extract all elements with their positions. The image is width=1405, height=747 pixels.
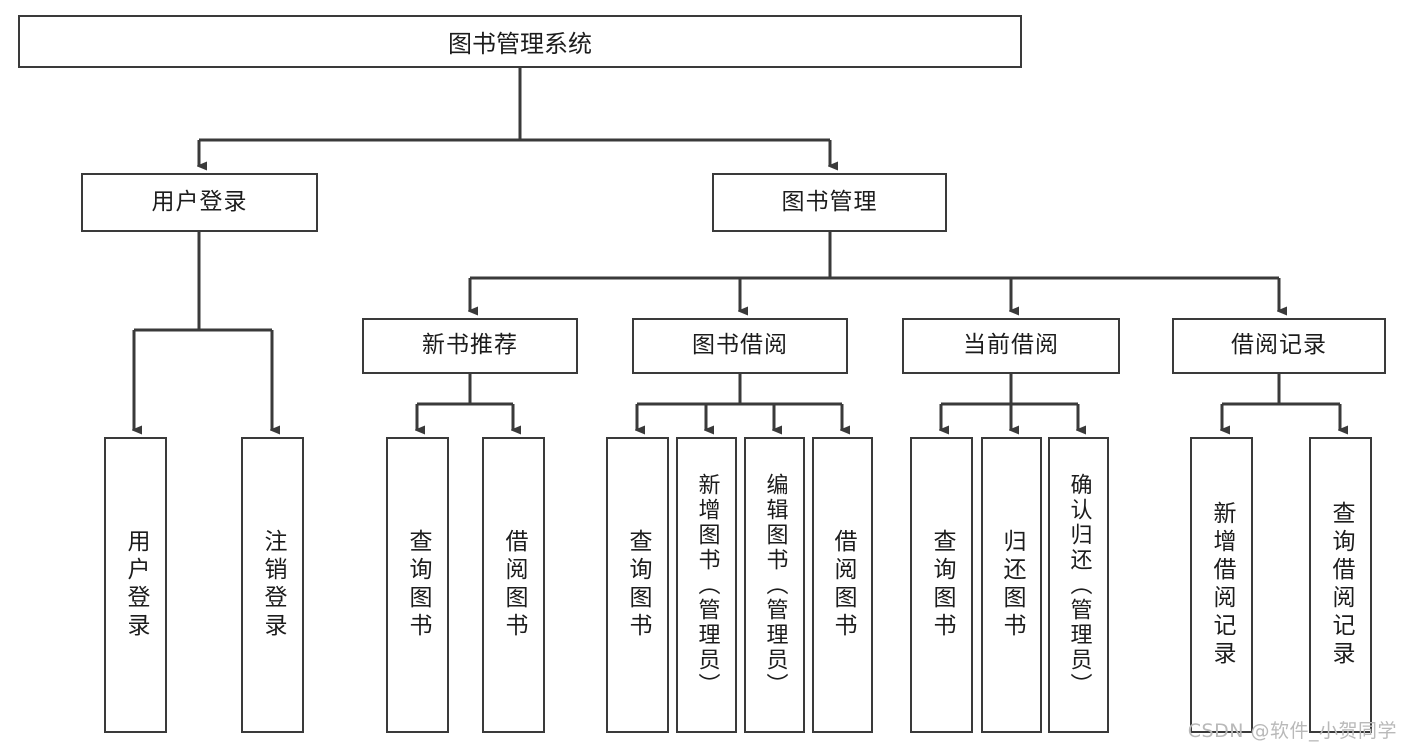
watermark: CSDN @软件_小贺同学	[1187, 720, 1397, 742]
leaf-label: 查询借阅记录	[1328, 501, 1354, 669]
leaf-confirm-return-admin[interactable]: 确认归还（管理员）	[1048, 437, 1109, 733]
leaf-label: 归还图书	[999, 529, 1025, 641]
leaf-query-book-current[interactable]: 查询图书	[910, 437, 973, 733]
node-book-management[interactable]: 图书管理	[712, 173, 947, 232]
leaf-borrow-book[interactable]: 借阅图书	[812, 437, 873, 733]
leaf-label: 确认归还（管理员）	[1066, 472, 1092, 698]
leaf-label: 查询图书	[929, 529, 955, 641]
leaf-return-book[interactable]: 归还图书	[981, 437, 1042, 733]
node-label: 借阅记录	[1231, 332, 1327, 359]
leaf-add-book-admin[interactable]: 新增图书（管理员）	[676, 437, 737, 733]
node-label: 当前借阅	[963, 332, 1059, 359]
node-label: 新书推荐	[422, 332, 518, 359]
node-label: 用户登录	[151, 188, 248, 215]
node-book-borrow[interactable]: 图书借阅	[632, 318, 848, 374]
node-borrow-record[interactable]: 借阅记录	[1172, 318, 1386, 374]
leaf-label: 注销登录	[260, 529, 286, 641]
leaf-label: 新增借阅记录	[1209, 501, 1235, 669]
leaf-label: 用户登录	[123, 529, 149, 641]
node-label: 图书管理系统	[448, 30, 592, 58]
leaf-logout[interactable]: 注销登录	[241, 437, 304, 733]
leaf-label: 查询图书	[625, 529, 651, 641]
leaf-label: 借阅图书	[501, 529, 527, 641]
node-root-system[interactable]: 图书管理系统	[18, 15, 1022, 68]
node-new-book-recommend[interactable]: 新书推荐	[362, 318, 578, 374]
node-label: 图书管理	[781, 188, 878, 215]
leaf-query-borrow-record[interactable]: 查询借阅记录	[1309, 437, 1372, 733]
leaf-borrow-book-recommend[interactable]: 借阅图书	[482, 437, 545, 733]
node-current-borrow[interactable]: 当前借阅	[902, 318, 1120, 374]
leaf-label: 查询图书	[405, 529, 431, 641]
node-label: 图书借阅	[692, 332, 788, 359]
leaf-label: 新增图书（管理员）	[694, 472, 720, 698]
leaf-query-book-borrow[interactable]: 查询图书	[606, 437, 669, 733]
leaf-add-borrow-record[interactable]: 新增借阅记录	[1190, 437, 1253, 733]
leaf-query-book-recommend[interactable]: 查询图书	[386, 437, 449, 733]
leaf-edit-book-admin[interactable]: 编辑图书（管理员）	[744, 437, 805, 733]
leaf-label: 借阅图书	[830, 529, 856, 641]
leaf-user-login[interactable]: 用户登录	[104, 437, 167, 733]
leaf-label: 编辑图书（管理员）	[762, 472, 788, 698]
node-user-login[interactable]: 用户登录	[81, 173, 318, 232]
